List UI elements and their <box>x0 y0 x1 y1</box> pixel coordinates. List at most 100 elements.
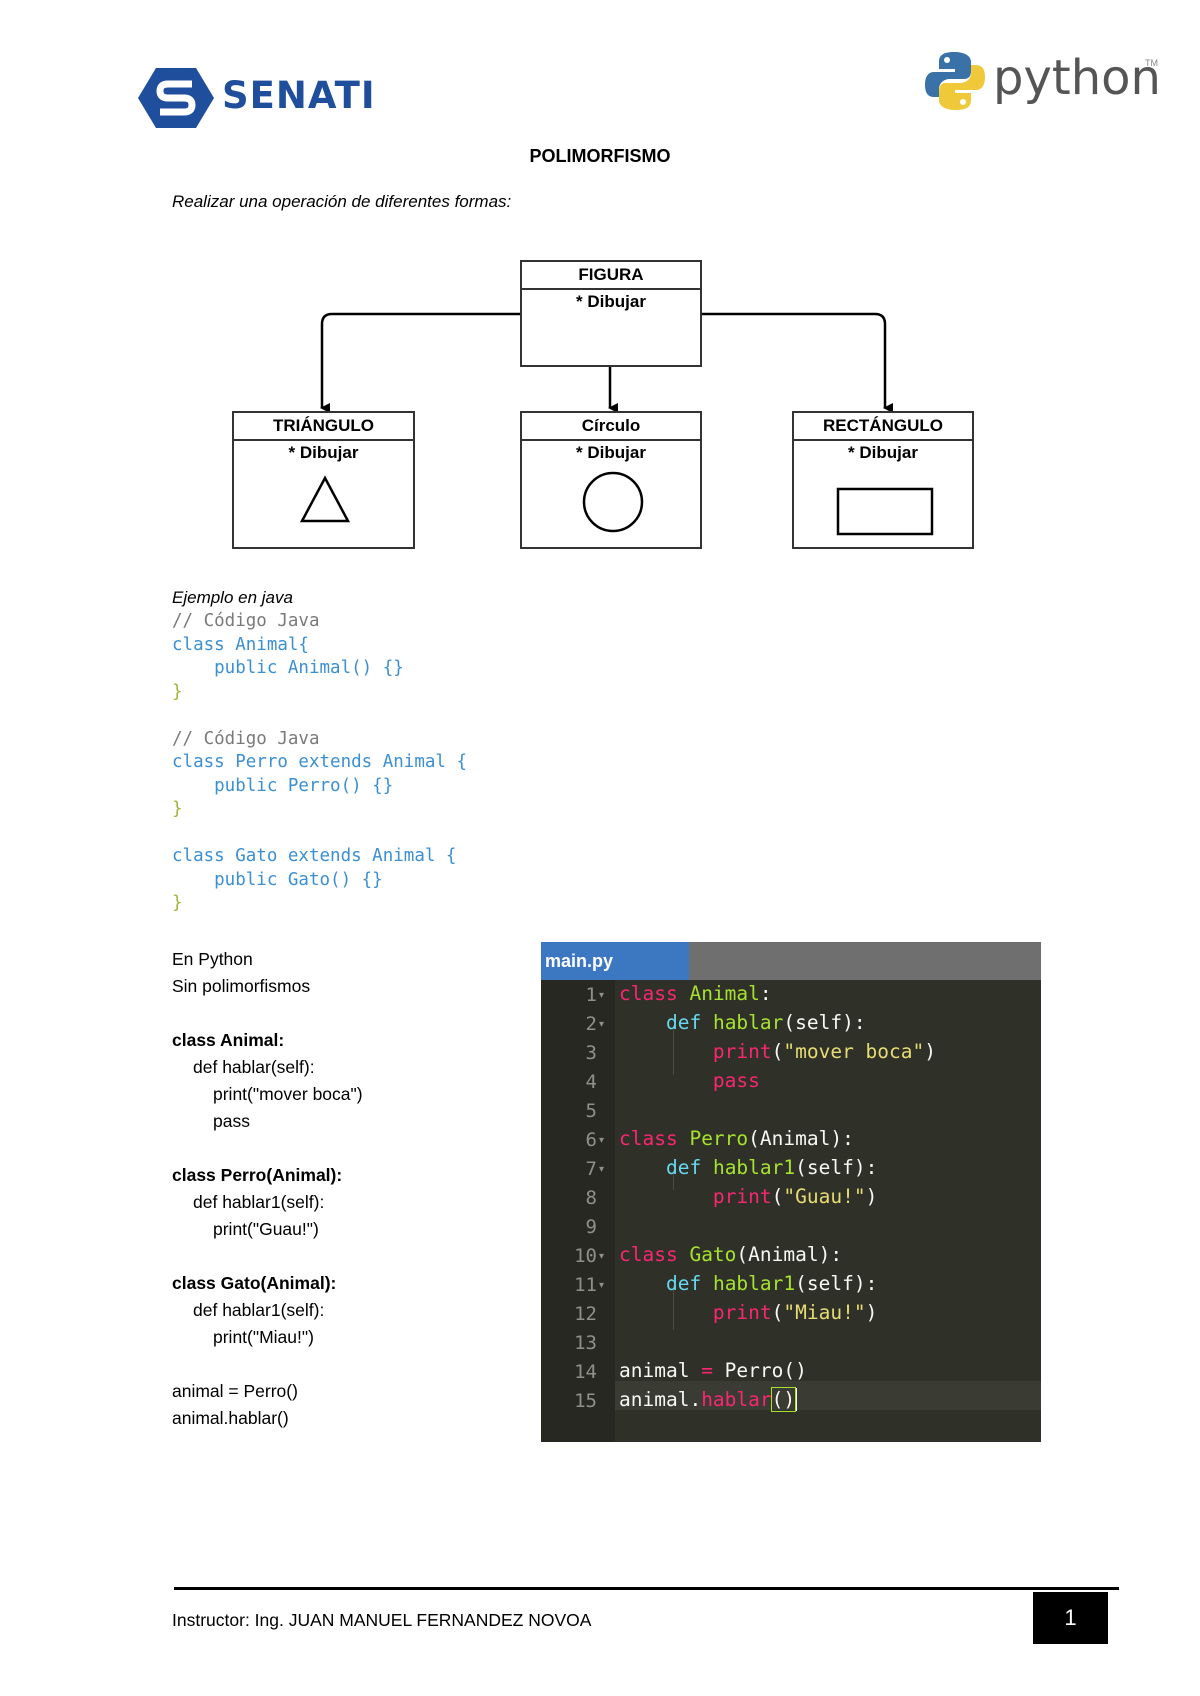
code-line-2: def hablar(self): <box>665 1011 866 1034</box>
trademark-symbol: TM <box>1145 58 1158 68</box>
class-name: RECTÁNGULO <box>794 413 972 441</box>
line-number: 2 <box>585 1013 597 1035</box>
line-number: 9 <box>585 1216 597 1238</box>
code-line-8: print("Guau!") <box>712 1185 878 1208</box>
footer-divider <box>174 1587 1119 1590</box>
line-number: 6 <box>585 1129 597 1151</box>
uml-class-figura: FIGURA * Dibujar <box>520 260 702 367</box>
fold-arrow-icon[interactable]: ▾ <box>599 1019 605 1030</box>
line-number: 14 <box>574 1361 597 1383</box>
class-method: * Dibujar <box>576 443 646 462</box>
python-text-line: print("mover boca") <box>213 1084 363 1104</box>
code-area[interactable]: class Animal: def hablar(self): print("m… <box>615 980 1041 1442</box>
senati-logo: SENATI <box>138 66 378 130</box>
line-number: 15 <box>574 1390 597 1412</box>
code-line: public Gato() {} <box>172 869 383 890</box>
code-line-6: class Perro(Animal): <box>619 1127 854 1150</box>
senati-wordmark: SENATI <box>222 74 376 117</box>
triangle-shape-icon <box>300 475 350 523</box>
tab-main-py[interactable]: main.py <box>541 942 689 980</box>
indent-guide <box>673 1285 674 1330</box>
line-number: 8 <box>585 1187 597 1209</box>
fold-arrow-icon[interactable]: ▾ <box>599 1251 605 1262</box>
python-text-line <box>172 1135 363 1162</box>
page-number: 1 <box>1033 1592 1108 1644</box>
python-text-line <box>172 1243 363 1270</box>
rectangle-shape-icon <box>836 487 934 536</box>
python-text-line: def hablar1(self): <box>193 1300 325 1320</box>
line-number: 7 <box>585 1158 597 1180</box>
fold-arrow-icon[interactable]: ▾ <box>599 1164 605 1175</box>
active-line-highlight <box>615 1381 1041 1410</box>
class-name: FIGURA <box>522 262 700 290</box>
uml-diagram: FIGURA * Dibujar TRIÁNGULO * Dibujar Cír… <box>0 250 1200 560</box>
python-text-line: animal = Perro() <box>172 1381 298 1401</box>
code-line-4: pass <box>712 1069 760 1092</box>
uml-class-triangulo: TRIÁNGULO * Dibujar <box>232 411 415 549</box>
uml-class-rectangulo: RECTÁNGULO * Dibujar <box>792 411 974 549</box>
indent-guide <box>673 1170 674 1190</box>
editor-tabbar: main.py <box>541 942 1041 980</box>
code-line-11: def hablar1(self): <box>665 1272 878 1295</box>
code-line <box>172 822 467 846</box>
uml-class-circulo: Círculo * Dibujar <box>520 411 702 549</box>
code-line-7: def hablar1(self): <box>665 1156 878 1179</box>
code-line-3: print("mover boca") <box>712 1040 937 1063</box>
java-code-block: // Código Java class Animal{ public Anim… <box>172 610 467 916</box>
python-text-line: Sin polimorfismos <box>172 976 311 996</box>
python-text-line: def hablar1(self): <box>193 1192 325 1212</box>
code-line: // Código Java <box>172 728 320 749</box>
code-line: class Animal{ <box>172 634 309 655</box>
fold-arrow-icon[interactable]: ▾ <box>599 990 605 1001</box>
python-text-line: print("Guau!") <box>213 1219 319 1239</box>
code-line: } <box>172 681 183 702</box>
code-line: public Perro() {} <box>172 775 394 796</box>
subtitle: Realizar una operación de diferentes for… <box>172 192 512 211</box>
code-line-10: class Gato(Animal): <box>619 1243 843 1266</box>
code-line: class Gato extends Animal { <box>172 846 457 866</box>
line-number: 4 <box>585 1071 597 1093</box>
python-wordmark: python <box>993 50 1161 106</box>
class-name: Círculo <box>522 413 700 441</box>
python-text-line: class Perro(Animal): <box>172 1165 343 1185</box>
code-line-14: animal = Perro() <box>619 1359 807 1382</box>
python-text-line: pass <box>213 1111 250 1131</box>
python-text-line <box>172 1351 363 1378</box>
class-method: * Dibujar <box>848 443 918 462</box>
python-logo: python TM <box>925 50 1165 120</box>
line-number: 11 <box>574 1274 597 1296</box>
footer-instructor: Instructor: Ing. JUAN MANUEL FERNANDEZ N… <box>172 1610 592 1630</box>
python-text-line: class Animal: <box>172 1030 285 1050</box>
python-text-line: def hablar(self): <box>193 1057 315 1077</box>
line-number: 12 <box>574 1303 597 1325</box>
python-text-line: print("Miau!") <box>213 1327 314 1347</box>
line-number: 10 <box>574 1245 597 1267</box>
line-number: 3 <box>585 1042 597 1064</box>
python-text-line <box>172 1000 363 1027</box>
line-number: 5 <box>585 1100 597 1122</box>
senati-emblem-icon <box>138 68 214 128</box>
python-text-line: animal.hablar() <box>172 1408 289 1428</box>
code-line: } <box>172 799 183 819</box>
java-example-label: Ejemplo en java <box>172 588 293 607</box>
code-line: public Animal() {} <box>172 658 404 678</box>
class-method: * Dibujar <box>576 292 646 311</box>
python-text-line: En Python <box>172 949 253 969</box>
code-line <box>172 704 467 728</box>
connector-left <box>320 312 521 413</box>
line-number: 1 <box>585 984 597 1006</box>
diagram-connectors <box>320 312 893 413</box>
code-line-1: class Animal: <box>619 982 772 1005</box>
connector-right <box>701 312 893 413</box>
indent-guide <box>673 1025 674 1075</box>
fold-arrow-icon[interactable]: ▾ <box>599 1135 605 1146</box>
code-line-15: animal.hablar() <box>619 1387 798 1412</box>
python-text-line: class Gato(Animal): <box>172 1273 337 1293</box>
python-snake-icon <box>925 52 985 110</box>
page-title: POLIMORFISMO <box>529 146 671 166</box>
code-line: } <box>172 893 183 913</box>
fold-arrow-icon[interactable]: ▾ <box>599 1280 605 1291</box>
